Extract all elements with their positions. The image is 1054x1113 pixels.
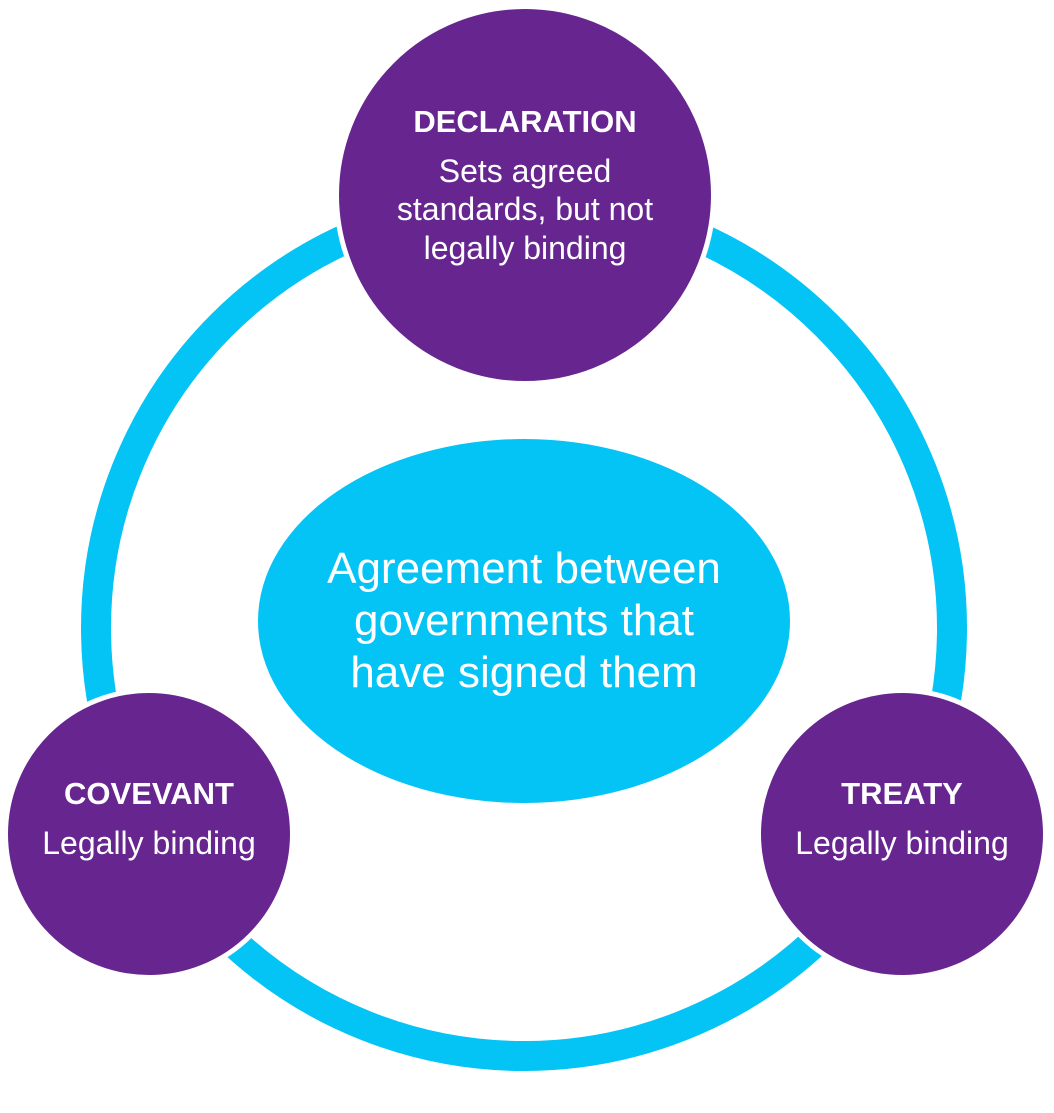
node-covenant: COVEVANT Legally binding: [3, 688, 295, 980]
covenant-description: Legally binding: [42, 825, 256, 862]
center-ellipse: Agreement between governments that have …: [258, 439, 790, 803]
declaration-description: Sets agreed standards, but not legally b…: [396, 153, 654, 266]
node-declaration: DECLARATION Sets agreed standards, but n…: [334, 4, 716, 386]
treaty-title: TREATY: [841, 776, 963, 812]
node-treaty: TREATY Legally binding: [756, 688, 1048, 980]
treaty-description: Legally binding: [795, 825, 1009, 862]
declaration-title: DECLARATION: [413, 103, 637, 139]
covenant-title: COVEVANT: [64, 776, 234, 812]
center-text: Agreement between governments that have …: [327, 544, 721, 697]
